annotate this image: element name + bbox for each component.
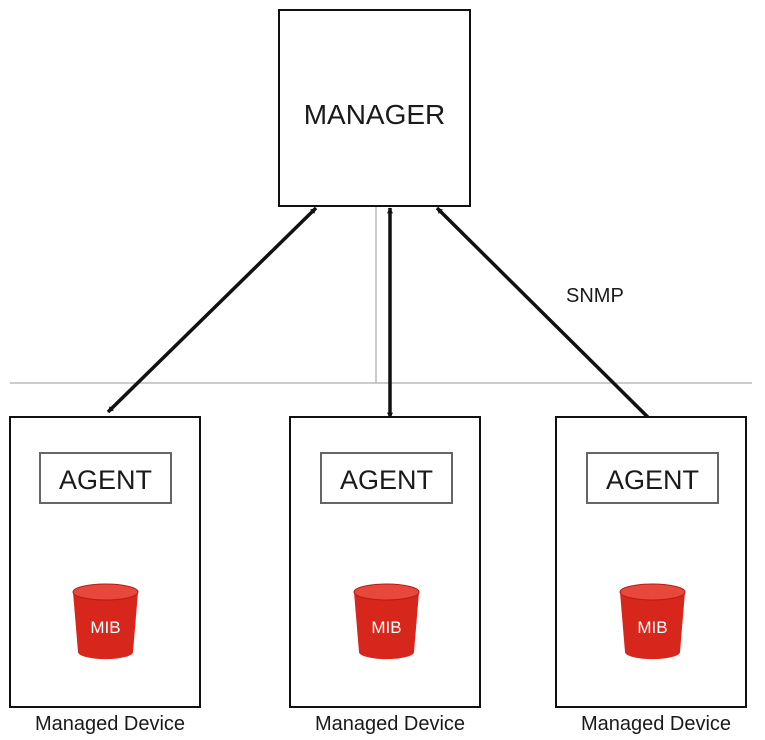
mib-label: MIB bbox=[371, 618, 401, 637]
arrow-manager-to-agent-1 bbox=[106, 206, 318, 414]
device-caption: Managed Device bbox=[315, 713, 465, 735]
manager-label: MANAGER bbox=[304, 99, 446, 130]
mib-database-icon bbox=[353, 583, 420, 660]
manager-box bbox=[278, 9, 471, 207]
arrow-manager-to-agent-3 bbox=[435, 206, 681, 450]
device-caption: Managed Device bbox=[581, 713, 731, 735]
agent-box bbox=[586, 452, 719, 504]
managed-device-2: AGENT MIB Managed Device bbox=[289, 416, 481, 735]
managed-device-3: AGENT MIB Managed Device bbox=[555, 416, 747, 735]
agent-box bbox=[320, 452, 453, 504]
mib-label: MIB bbox=[637, 618, 667, 637]
agent-label: AGENT bbox=[59, 465, 152, 495]
mib-label: MIB bbox=[90, 618, 120, 637]
managed-device-1: AGENT MIB Managed Device bbox=[9, 416, 201, 735]
manager-node: MANAGER bbox=[278, 9, 471, 207]
mib-database-icon bbox=[619, 583, 686, 660]
device-caption: Managed Device bbox=[35, 713, 185, 735]
agent-label: AGENT bbox=[606, 465, 699, 495]
mib-database-icon bbox=[72, 583, 139, 660]
agent-label: AGENT bbox=[340, 465, 433, 495]
snmp-label: SNMP bbox=[566, 285, 624, 307]
agent-box bbox=[39, 452, 172, 504]
